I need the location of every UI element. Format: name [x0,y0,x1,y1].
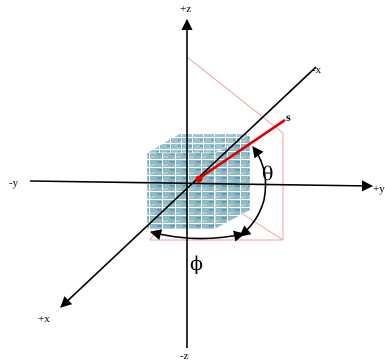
vector-s-label: s [286,110,291,124]
neg-z-label: -z [180,350,189,362]
vector-s [197,118,286,181]
cube-front-face [146,152,216,230]
phi-arc [149,229,246,242]
theta-arc [239,146,267,237]
x-axis [60,66,317,308]
y-axis [29,180,374,192]
angle-arcs [149,146,267,242]
neg-x-label: -x [312,64,322,76]
projection-top-edge [186,56,284,134]
pos-z-label: +z [180,3,191,15]
origin-point [195,175,203,183]
pos-x-label: +x [38,313,50,325]
theta-label: θ [262,163,273,185]
phi-label: ϕ [190,253,203,275]
neg-y-label: -y [9,177,19,189]
pos-y-label: +y [373,183,385,195]
axes [29,18,374,348]
